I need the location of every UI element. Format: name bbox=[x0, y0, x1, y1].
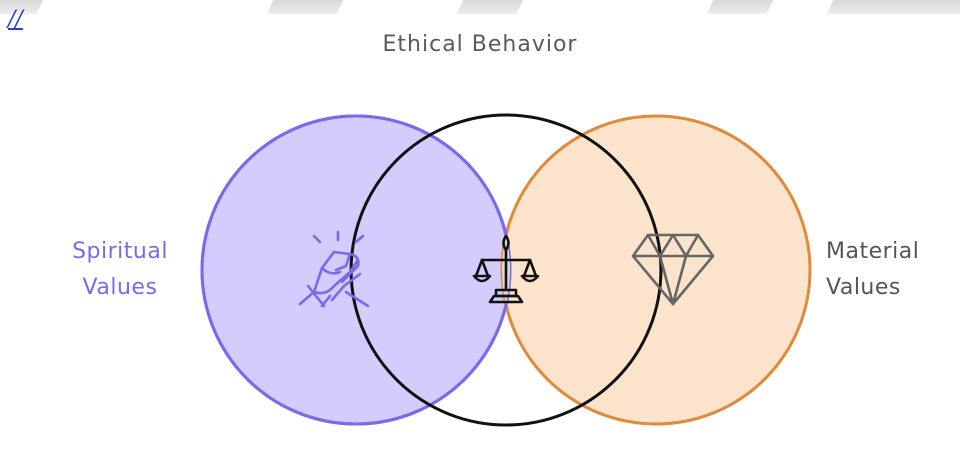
top-decorative-bar bbox=[0, 0, 960, 14]
right-set-label-line2: Values bbox=[826, 275, 901, 300]
left-set-label-line1: Spiritual bbox=[72, 239, 168, 264]
right-set-label-line1: Material bbox=[826, 239, 920, 264]
diamond-icon bbox=[631, 233, 715, 306]
corner-link[interactable]: // bbox=[8, 7, 23, 32]
right-circle bbox=[500, 114, 812, 426]
handshake-icon bbox=[298, 230, 370, 308]
left-set-label-line2: Values bbox=[82, 275, 158, 300]
right-set-label: Material Values bbox=[826, 234, 960, 306]
left-set-label: Spiritual Values bbox=[40, 234, 200, 306]
diagram-title: Ethical Behavior bbox=[382, 32, 578, 57]
left-circle bbox=[200, 114, 512, 426]
intersection-outline bbox=[349, 113, 663, 427]
scales-of-justice-icon bbox=[472, 234, 540, 304]
